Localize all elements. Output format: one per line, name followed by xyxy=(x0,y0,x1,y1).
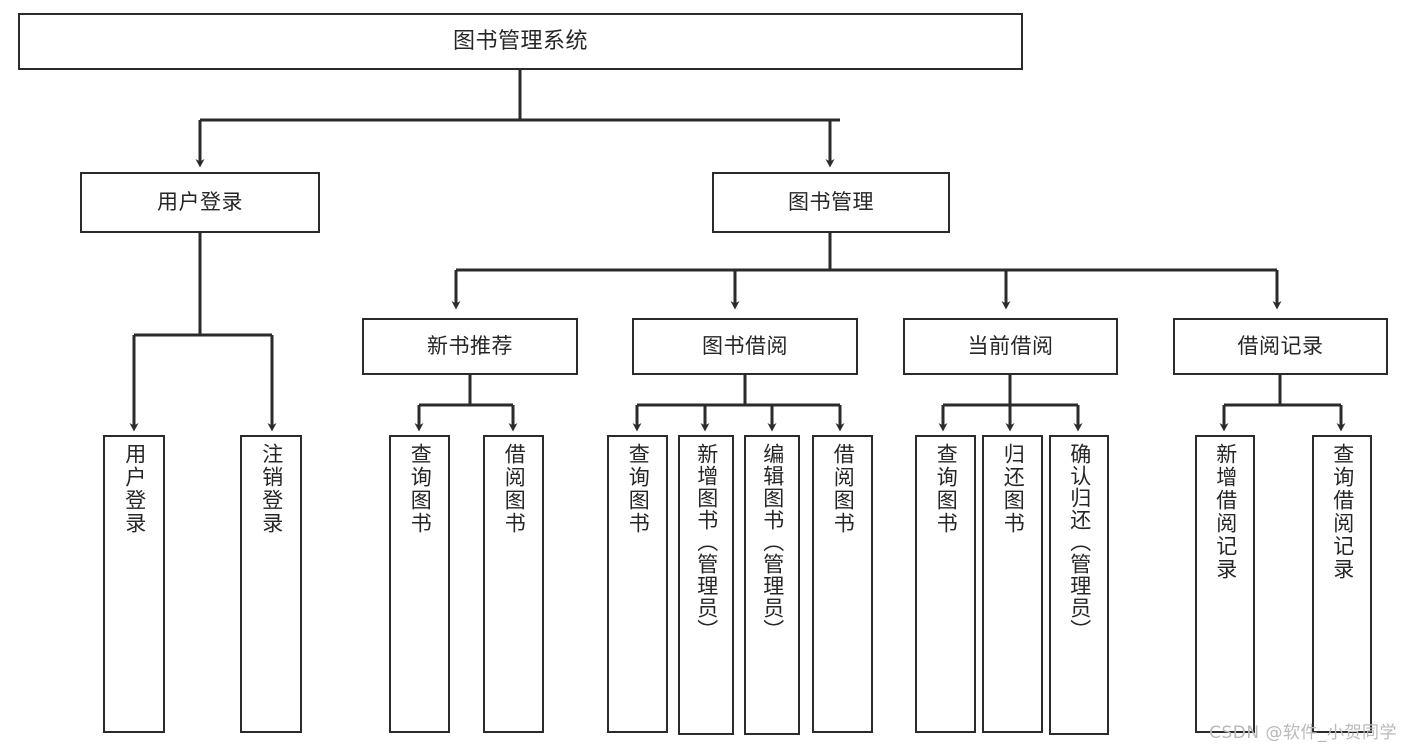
node-book-borrow[interactable]: 图书借阅 xyxy=(632,318,858,375)
leaf-add-borrow-record[interactable]: 新增借阅记录 xyxy=(1195,435,1255,733)
leaf-query-book-borrow[interactable]: 查询图书 xyxy=(607,435,668,733)
node-label: 图书借阅 xyxy=(702,334,788,359)
node-label: 新增图书（管理员） xyxy=(694,443,719,641)
csdn-watermark: CSDN @软件_小贺同学 xyxy=(1209,723,1397,743)
node-label: 借阅记录 xyxy=(1237,334,1324,359)
node-label: 借阅图书 xyxy=(502,443,527,535)
node-label: 当前借阅 xyxy=(967,334,1054,359)
leaf-query-book-current[interactable]: 查询图书 xyxy=(915,435,976,733)
node-label: 用户登录 xyxy=(157,190,243,215)
node-new-book-recommend[interactable]: 新书推荐 xyxy=(362,318,578,375)
node-label: 编辑图书（管理员） xyxy=(760,443,785,641)
leaf-add-book-admin[interactable]: 新增图书（管理员） xyxy=(678,435,734,735)
node-label: 图书管理 xyxy=(788,190,874,215)
node-borrow-record[interactable]: 借阅记录 xyxy=(1173,318,1388,375)
leaf-return-book[interactable]: 归还图书 xyxy=(982,435,1043,733)
node-label: 归还图书 xyxy=(1001,443,1026,535)
leaf-edit-book-admin[interactable]: 编辑图书（管理员） xyxy=(744,435,800,735)
leaf-user-login[interactable]: 用户登录 xyxy=(103,435,165,733)
node-label: 确认归还（管理员） xyxy=(1067,443,1092,641)
node-label: 借阅图书 xyxy=(831,443,856,535)
leaf-logout[interactable]: 注销登录 xyxy=(240,435,302,733)
node-book-management[interactable]: 图书管理 xyxy=(712,172,950,233)
node-label: 查询图书 xyxy=(408,443,433,535)
node-label: 注销登录 xyxy=(259,443,284,535)
node-label: 新增借阅记录 xyxy=(1213,443,1238,581)
node-label: 查询图书 xyxy=(934,443,959,535)
node-label: 查询图书 xyxy=(626,443,651,535)
node-current-borrow[interactable]: 当前借阅 xyxy=(903,318,1118,375)
node-label: 新书推荐 xyxy=(427,334,513,359)
node-user-login[interactable]: 用户登录 xyxy=(80,172,320,233)
leaf-borrow-book[interactable]: 借阅图书 xyxy=(812,435,873,733)
node-label: 用户登录 xyxy=(122,443,147,535)
leaf-query-borrow-record[interactable]: 查询借阅记录 xyxy=(1312,435,1372,733)
leaf-borrow-book-recommend[interactable]: 借阅图书 xyxy=(483,435,544,733)
leaf-query-book-recommend[interactable]: 查询图书 xyxy=(389,435,450,733)
node-label: 图书管理系统 xyxy=(452,28,588,54)
node-label: 查询借阅记录 xyxy=(1330,443,1355,581)
node-root-system[interactable]: 图书管理系统 xyxy=(18,13,1023,70)
leaf-confirm-return-admin[interactable]: 确认归还（管理员） xyxy=(1049,435,1109,735)
